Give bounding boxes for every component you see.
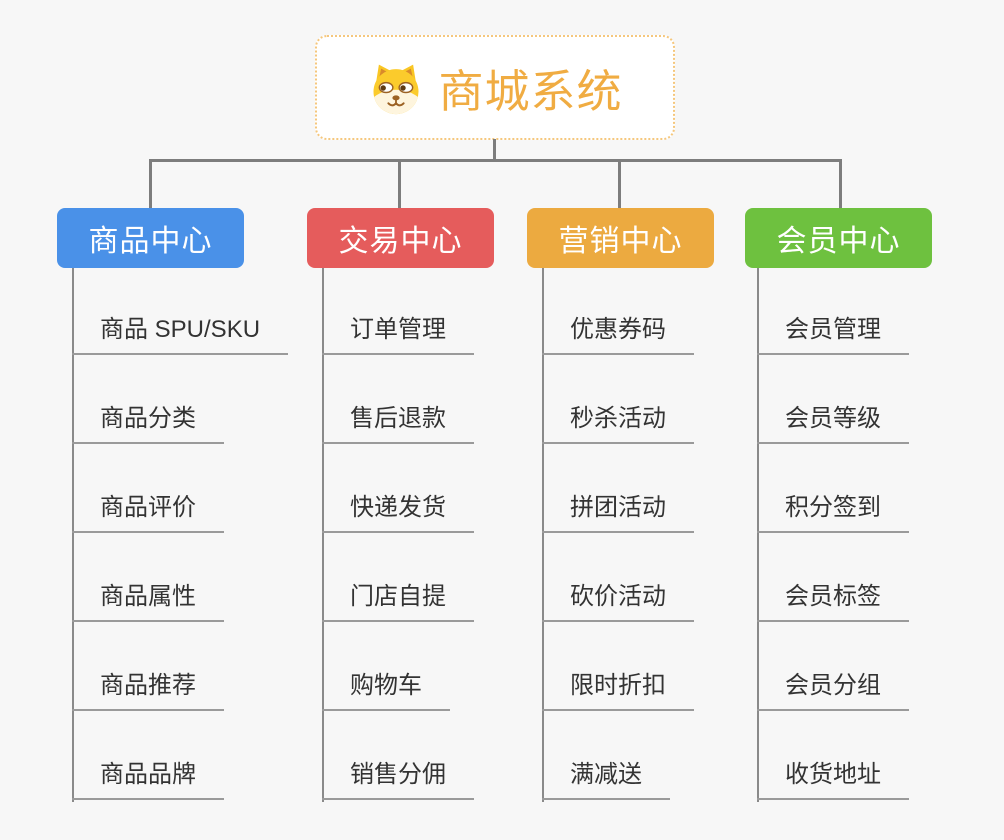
- branch-items-marketing: 优惠券码 秒杀活动 拼团活动 砍价活动 限时折扣 满减送: [542, 266, 694, 800]
- leaf-label: 商品 SPU/SKU: [72, 309, 289, 355]
- leaf-label: 会员管理: [757, 309, 909, 355]
- leaf-node[interactable]: 会员管理: [757, 266, 909, 355]
- leaf-label: 销售分佣: [322, 754, 474, 800]
- leaf-node[interactable]: 收货地址: [757, 711, 909, 800]
- connector-drop-marketing: [618, 159, 621, 210]
- leaf-label: 会员分组: [757, 665, 909, 711]
- leaf-node[interactable]: 会员分组: [757, 622, 909, 711]
- leaf-node[interactable]: 砍价活动: [542, 533, 694, 622]
- leaf-label: 快递发货: [322, 487, 474, 533]
- leaf-node[interactable]: 销售分佣: [322, 711, 474, 800]
- leaf-label: 商品属性: [72, 576, 224, 622]
- leaf-label: 拼团活动: [542, 487, 694, 533]
- leaf-label: 商品品牌: [72, 754, 224, 800]
- children-line-trade: [322, 268, 324, 802]
- branch-items-products: 商品 SPU/SKU 商品分类 商品评价 商品属性 商品推荐 商品品牌: [72, 266, 289, 800]
- leaf-label: 商品分类: [72, 398, 224, 444]
- dog-face-icon: [367, 61, 425, 115]
- leaf-label: 秒杀活动: [542, 398, 694, 444]
- leaf-node[interactable]: 售后退款: [322, 355, 474, 444]
- leaf-node[interactable]: 积分签到: [757, 444, 909, 533]
- branch-node-products[interactable]: 商品中心: [57, 208, 244, 268]
- leaf-node[interactable]: 商品 SPU/SKU: [72, 266, 289, 355]
- leaf-label: 积分签到: [757, 487, 909, 533]
- leaf-label: 砍价活动: [542, 576, 694, 622]
- leaf-label: 商品评价: [72, 487, 224, 533]
- leaf-node[interactable]: 会员等级: [757, 355, 909, 444]
- children-line-marketing: [542, 268, 544, 802]
- branch-node-marketing[interactable]: 营销中心: [527, 208, 714, 268]
- leaf-node[interactable]: 商品评价: [72, 444, 288, 533]
- leaf-label: 满减送: [542, 754, 670, 800]
- leaf-node[interactable]: 限时折扣: [542, 622, 694, 711]
- connector-drop-products: [149, 159, 152, 210]
- root-node[interactable]: 商城系统: [315, 35, 675, 140]
- connector-horizontal-rail: [149, 159, 842, 162]
- leaf-node[interactable]: 优惠券码: [542, 266, 694, 355]
- children-line-members: [757, 268, 759, 802]
- leaf-label: 限时折扣: [542, 665, 694, 711]
- leaf-node[interactable]: 快递发货: [322, 444, 474, 533]
- leaf-label: 订单管理: [322, 309, 474, 355]
- leaf-node[interactable]: 满减送: [542, 711, 694, 800]
- leaf-node[interactable]: 购物车: [322, 622, 474, 711]
- leaf-label: 商品推荐: [72, 665, 224, 711]
- leaf-node[interactable]: 秒杀活动: [542, 355, 694, 444]
- root-title: 商城系统: [438, 66, 623, 117]
- leaf-label: 购物车: [322, 665, 450, 711]
- leaf-label: 门店自提: [322, 576, 474, 622]
- leaf-node[interactable]: 商品推荐: [72, 622, 288, 711]
- leaf-node[interactable]: 会员标签: [757, 533, 909, 622]
- leaf-label: 会员等级: [757, 398, 909, 444]
- connector-root-stub: [493, 139, 496, 161]
- leaf-label: 会员标签: [757, 576, 909, 622]
- leaf-label: 售后退款: [322, 398, 474, 444]
- children-line-products: [72, 268, 74, 802]
- leaf-node[interactable]: 商品属性: [72, 533, 288, 622]
- leaf-label: 收货地址: [757, 754, 909, 800]
- leaf-node[interactable]: 门店自提: [322, 533, 474, 622]
- leaf-label: 优惠券码: [542, 309, 694, 355]
- branch-node-members[interactable]: 会员中心: [745, 208, 932, 268]
- connector-drop-members: [839, 159, 842, 210]
- branch-node-trade[interactable]: 交易中心: [307, 208, 494, 268]
- leaf-node[interactable]: 拼团活动: [542, 444, 694, 533]
- leaf-node[interactable]: 商品分类: [72, 355, 288, 444]
- connector-drop-trade: [398, 159, 401, 210]
- branch-items-trade: 订单管理 售后退款 快递发货 门店自提 购物车 销售分佣: [322, 266, 474, 800]
- branch-items-members: 会员管理 会员等级 积分签到 会员标签 会员分组 收货地址: [757, 266, 909, 800]
- leaf-node[interactable]: 商品品牌: [72, 711, 288, 800]
- leaf-node[interactable]: 订单管理: [322, 266, 474, 355]
